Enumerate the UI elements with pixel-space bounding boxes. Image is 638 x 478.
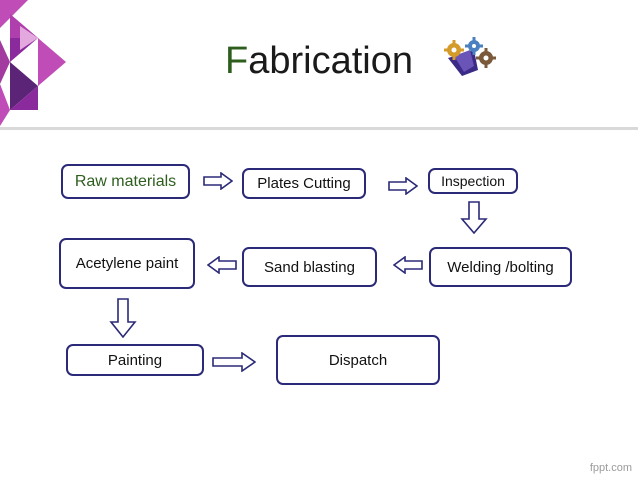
arrow-right-2 bbox=[388, 177, 418, 195]
cube-pattern-decoration bbox=[0, 0, 66, 126]
arrow-down-2 bbox=[109, 298, 137, 338]
arrow-right-1 bbox=[203, 172, 233, 190]
slide-title: Fabrication bbox=[196, 36, 442, 86]
step-raw-materials-label: Raw materials bbox=[74, 172, 177, 190]
arrow-left-2 bbox=[207, 256, 237, 274]
title-first-letter: F bbox=[225, 40, 249, 82]
arrow-right-3 bbox=[212, 352, 256, 372]
step-inspection: Inspection bbox=[428, 168, 518, 194]
step-welding-bolting: Welding /bolting bbox=[429, 247, 572, 287]
title-rest: abrication bbox=[248, 40, 413, 82]
step-acetylene-paint-label: Acetylene paint bbox=[75, 255, 179, 272]
step-painting-label: Painting bbox=[107, 351, 163, 369]
title-divider bbox=[0, 127, 638, 130]
step-inspection-label: Inspection bbox=[441, 173, 505, 189]
arrow-left-1 bbox=[393, 256, 423, 274]
step-welding-bolting-label: Welding /bolting bbox=[447, 258, 554, 276]
step-acetylene-paint: Acetylene paint bbox=[59, 238, 195, 289]
step-raw-materials: Raw materials bbox=[61, 164, 190, 199]
arrow-down-1 bbox=[460, 201, 488, 234]
step-painting: Painting bbox=[66, 344, 204, 376]
watermark: fppt.com bbox=[589, 462, 632, 474]
step-sand-blasting: Sand blasting bbox=[242, 247, 377, 287]
step-dispatch: Dispatch bbox=[276, 335, 440, 385]
step-plates-cutting: Plates Cutting bbox=[242, 168, 366, 199]
step-plates-cutting-label: Plates Cutting bbox=[257, 175, 351, 192]
gears-icon bbox=[444, 37, 496, 76]
step-dispatch-label: Dispatch bbox=[328, 351, 388, 369]
step-sand-blasting-label: Sand blasting bbox=[264, 258, 355, 276]
